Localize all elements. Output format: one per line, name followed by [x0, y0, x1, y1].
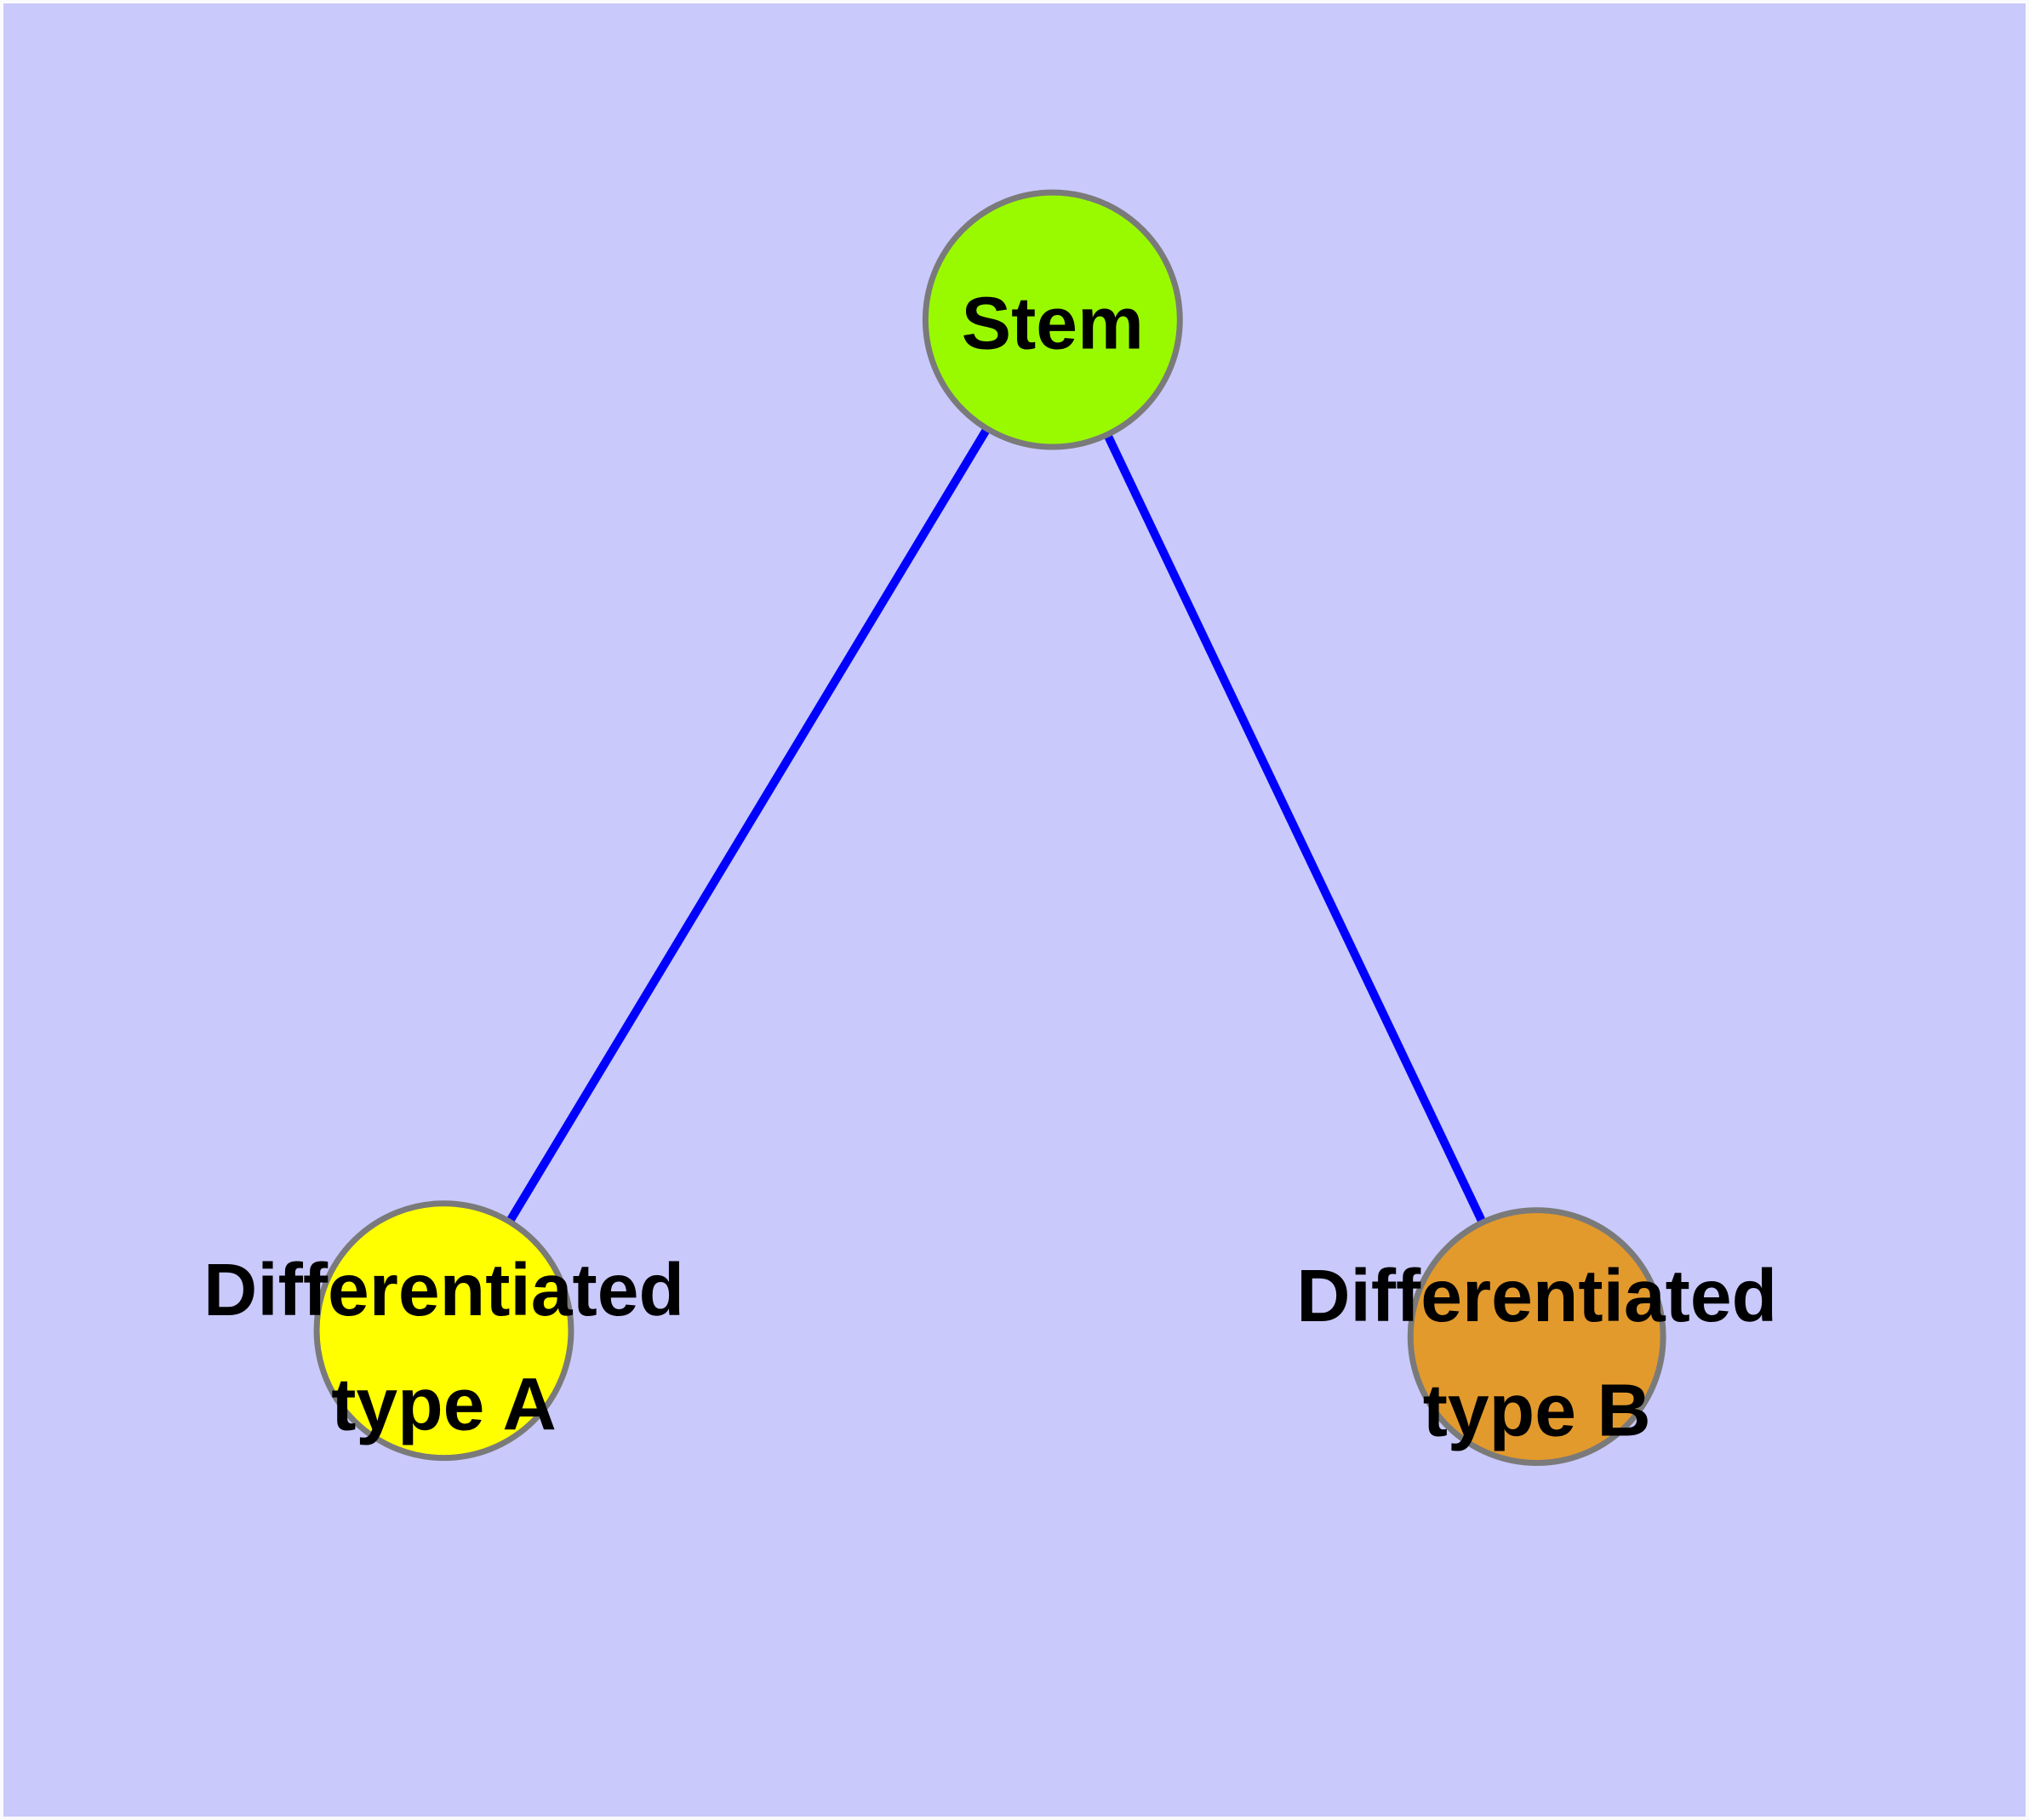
node-label-line: Differentiated: [1296, 1254, 1777, 1337]
node-label-differentiated-type-b: Differentiated type B: [1296, 1254, 1777, 1451]
node-circle-stem: [922, 189, 1183, 450]
node-label-line: type B: [1423, 1369, 1651, 1452]
node-label-stem: Stem: [962, 281, 1144, 364]
edge-stem-to-differentiated-type-a: [440, 318, 1057, 1333]
node-label-differentiated-type-a: Differentiated type A: [203, 1248, 684, 1445]
node-circle-differentiated-type-a: [313, 1200, 574, 1462]
node-circle-differentiated-type-b: [1407, 1207, 1666, 1467]
node-differentiated-type-b: Differentiated type B: [1296, 1207, 1777, 1467]
edge-stem-to-differentiated-type-b: [1049, 318, 1541, 1339]
node-differentiated-type-a: Differentiated type A: [203, 1200, 684, 1462]
node-label-line: type A: [331, 1363, 557, 1446]
node-stem: Stem: [922, 189, 1183, 450]
node-label-line: Differentiated: [203, 1248, 684, 1331]
node-label-line: Stem: [962, 281, 1144, 364]
